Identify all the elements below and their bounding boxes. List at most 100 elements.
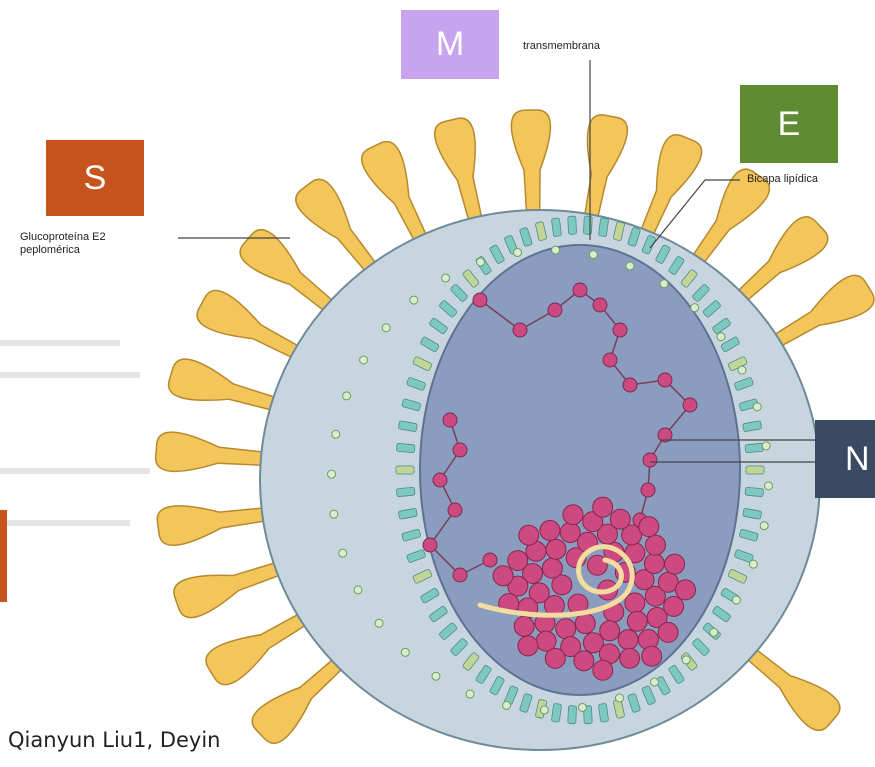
- nucleocapsid-bead: [641, 483, 655, 497]
- envelope-particle: [753, 403, 761, 411]
- envelope-particle: [615, 694, 623, 702]
- transmembrane-label: transmembrana: [523, 40, 600, 53]
- nucleocapsid-unit: [593, 497, 613, 517]
- nucleocapsid-unit: [546, 539, 566, 559]
- nucleocapsid-unit: [639, 517, 659, 537]
- nucleocapsid-bead: [603, 353, 617, 367]
- membrane-protein: [746, 466, 764, 474]
- nucleocapsid-unit: [560, 523, 580, 543]
- membrane-protein: [583, 216, 592, 234]
- nucleocapsid-bead: [433, 473, 447, 487]
- nucleocapsid-bead: [658, 373, 672, 387]
- envelope-particle: [432, 672, 440, 680]
- nucleocapsid-unit: [600, 621, 620, 641]
- envelope-particle: [552, 246, 560, 254]
- nucleocapsid-unit: [645, 535, 665, 555]
- membrane-protein: [396, 466, 414, 474]
- nucleocapsid-bead: [623, 378, 637, 392]
- envelope-particle: [682, 656, 690, 664]
- nucleocapsid-unit: [563, 505, 583, 525]
- nucleocapsid-unit: [665, 554, 685, 574]
- envelope-particle: [375, 619, 383, 627]
- nucleocapsid-bead: [453, 568, 467, 582]
- envelope-particle: [691, 304, 699, 312]
- envelope-particle: [503, 701, 511, 709]
- membrane-protein: [568, 706, 577, 724]
- envelope-particle: [660, 280, 668, 288]
- envelope-particle: [360, 356, 368, 364]
- nucleocapsid-bead: [423, 538, 437, 552]
- membrane-protein: [745, 487, 764, 497]
- nucleocapsid-unit: [642, 646, 662, 666]
- nucleocapsid-unit: [625, 593, 645, 613]
- envelope-particle: [330, 510, 338, 518]
- nucleocapsid-unit: [675, 580, 695, 600]
- nucleocapsid-unit: [540, 520, 560, 540]
- nucleocapsid-bead: [548, 303, 562, 317]
- nucleocapsid-bead: [453, 443, 467, 457]
- nucleocapsid-unit: [575, 614, 595, 634]
- envelope-particle: [650, 678, 658, 686]
- envelope-particle: [401, 648, 409, 656]
- envelope-particle: [760, 522, 768, 530]
- envelope-particle: [354, 586, 362, 594]
- e-protein-label: E: [778, 105, 801, 144]
- nucleocapsid-unit: [664, 596, 684, 616]
- envelope-particle: [382, 324, 390, 332]
- nucleocapsid-unit: [508, 551, 528, 571]
- nucleocapsid-unit: [542, 558, 562, 578]
- nucleocapsid-unit: [644, 554, 664, 574]
- nucleocapsid-unit: [620, 648, 640, 668]
- faint-text-line: [0, 340, 120, 346]
- faint-text-line: [0, 372, 140, 378]
- nucleocapsid-bead: [483, 553, 497, 567]
- envelope-particle: [589, 251, 597, 259]
- envelope-particle: [762, 442, 770, 450]
- envelope-particle: [732, 596, 740, 604]
- credit-text: Qianyun Liu1, Deyin: [8, 728, 220, 752]
- nucleocapsid-bead: [613, 323, 627, 337]
- glycoprotein-label: Glucoproteína E2 peplomérica: [20, 231, 106, 257]
- envelope-particle: [710, 628, 718, 636]
- membrane-protein: [568, 216, 577, 234]
- nucleocapsid-unit: [556, 619, 576, 639]
- envelope-particle: [717, 333, 725, 341]
- orange-edge-strip: [0, 510, 7, 602]
- nucleocapsid-unit: [514, 616, 534, 636]
- nucleocapsid-unit: [493, 566, 513, 586]
- envelope-particle: [466, 690, 474, 698]
- membrane-protein: [745, 443, 764, 453]
- nucleocapsid-bead: [513, 323, 527, 337]
- envelope-particle: [339, 549, 347, 557]
- nucleocapsid-unit: [593, 660, 613, 680]
- envelope-particle: [328, 470, 336, 478]
- n-protein-label: N: [845, 440, 870, 479]
- nucleocapsid-unit: [545, 648, 565, 668]
- nucleocapsid-unit: [610, 509, 630, 529]
- s-protein-box: S: [46, 140, 144, 216]
- s-protein-label: S: [84, 159, 107, 198]
- faint-text-line: [0, 468, 150, 474]
- nucleocapsid-bead: [448, 503, 462, 517]
- envelope-particle: [410, 296, 418, 304]
- e-protein-box: E: [740, 85, 838, 163]
- envelope-particle: [626, 262, 634, 270]
- nucleocapsid-bead: [443, 413, 457, 427]
- membrane-protein: [396, 443, 415, 453]
- envelope-particle: [343, 392, 351, 400]
- envelope-particle: [764, 482, 772, 490]
- envelope-particle: [332, 430, 340, 438]
- nucleocapsid-unit: [658, 622, 678, 642]
- nucleocapsid-unit: [618, 630, 638, 650]
- faint-text-line: [0, 520, 130, 526]
- nucleocapsid-bead: [473, 293, 487, 307]
- envelope-particle: [514, 249, 522, 257]
- nucleocapsid-unit: [574, 651, 594, 671]
- envelope-particle: [442, 274, 450, 282]
- lipid-bilayer-label: Bicapa lipídica: [747, 173, 818, 186]
- envelope-particle: [749, 560, 757, 568]
- envelope-particle: [477, 258, 485, 266]
- nucleocapsid-bead: [683, 398, 697, 412]
- envelope-particle: [540, 706, 548, 714]
- m-protein-label: M: [436, 25, 464, 64]
